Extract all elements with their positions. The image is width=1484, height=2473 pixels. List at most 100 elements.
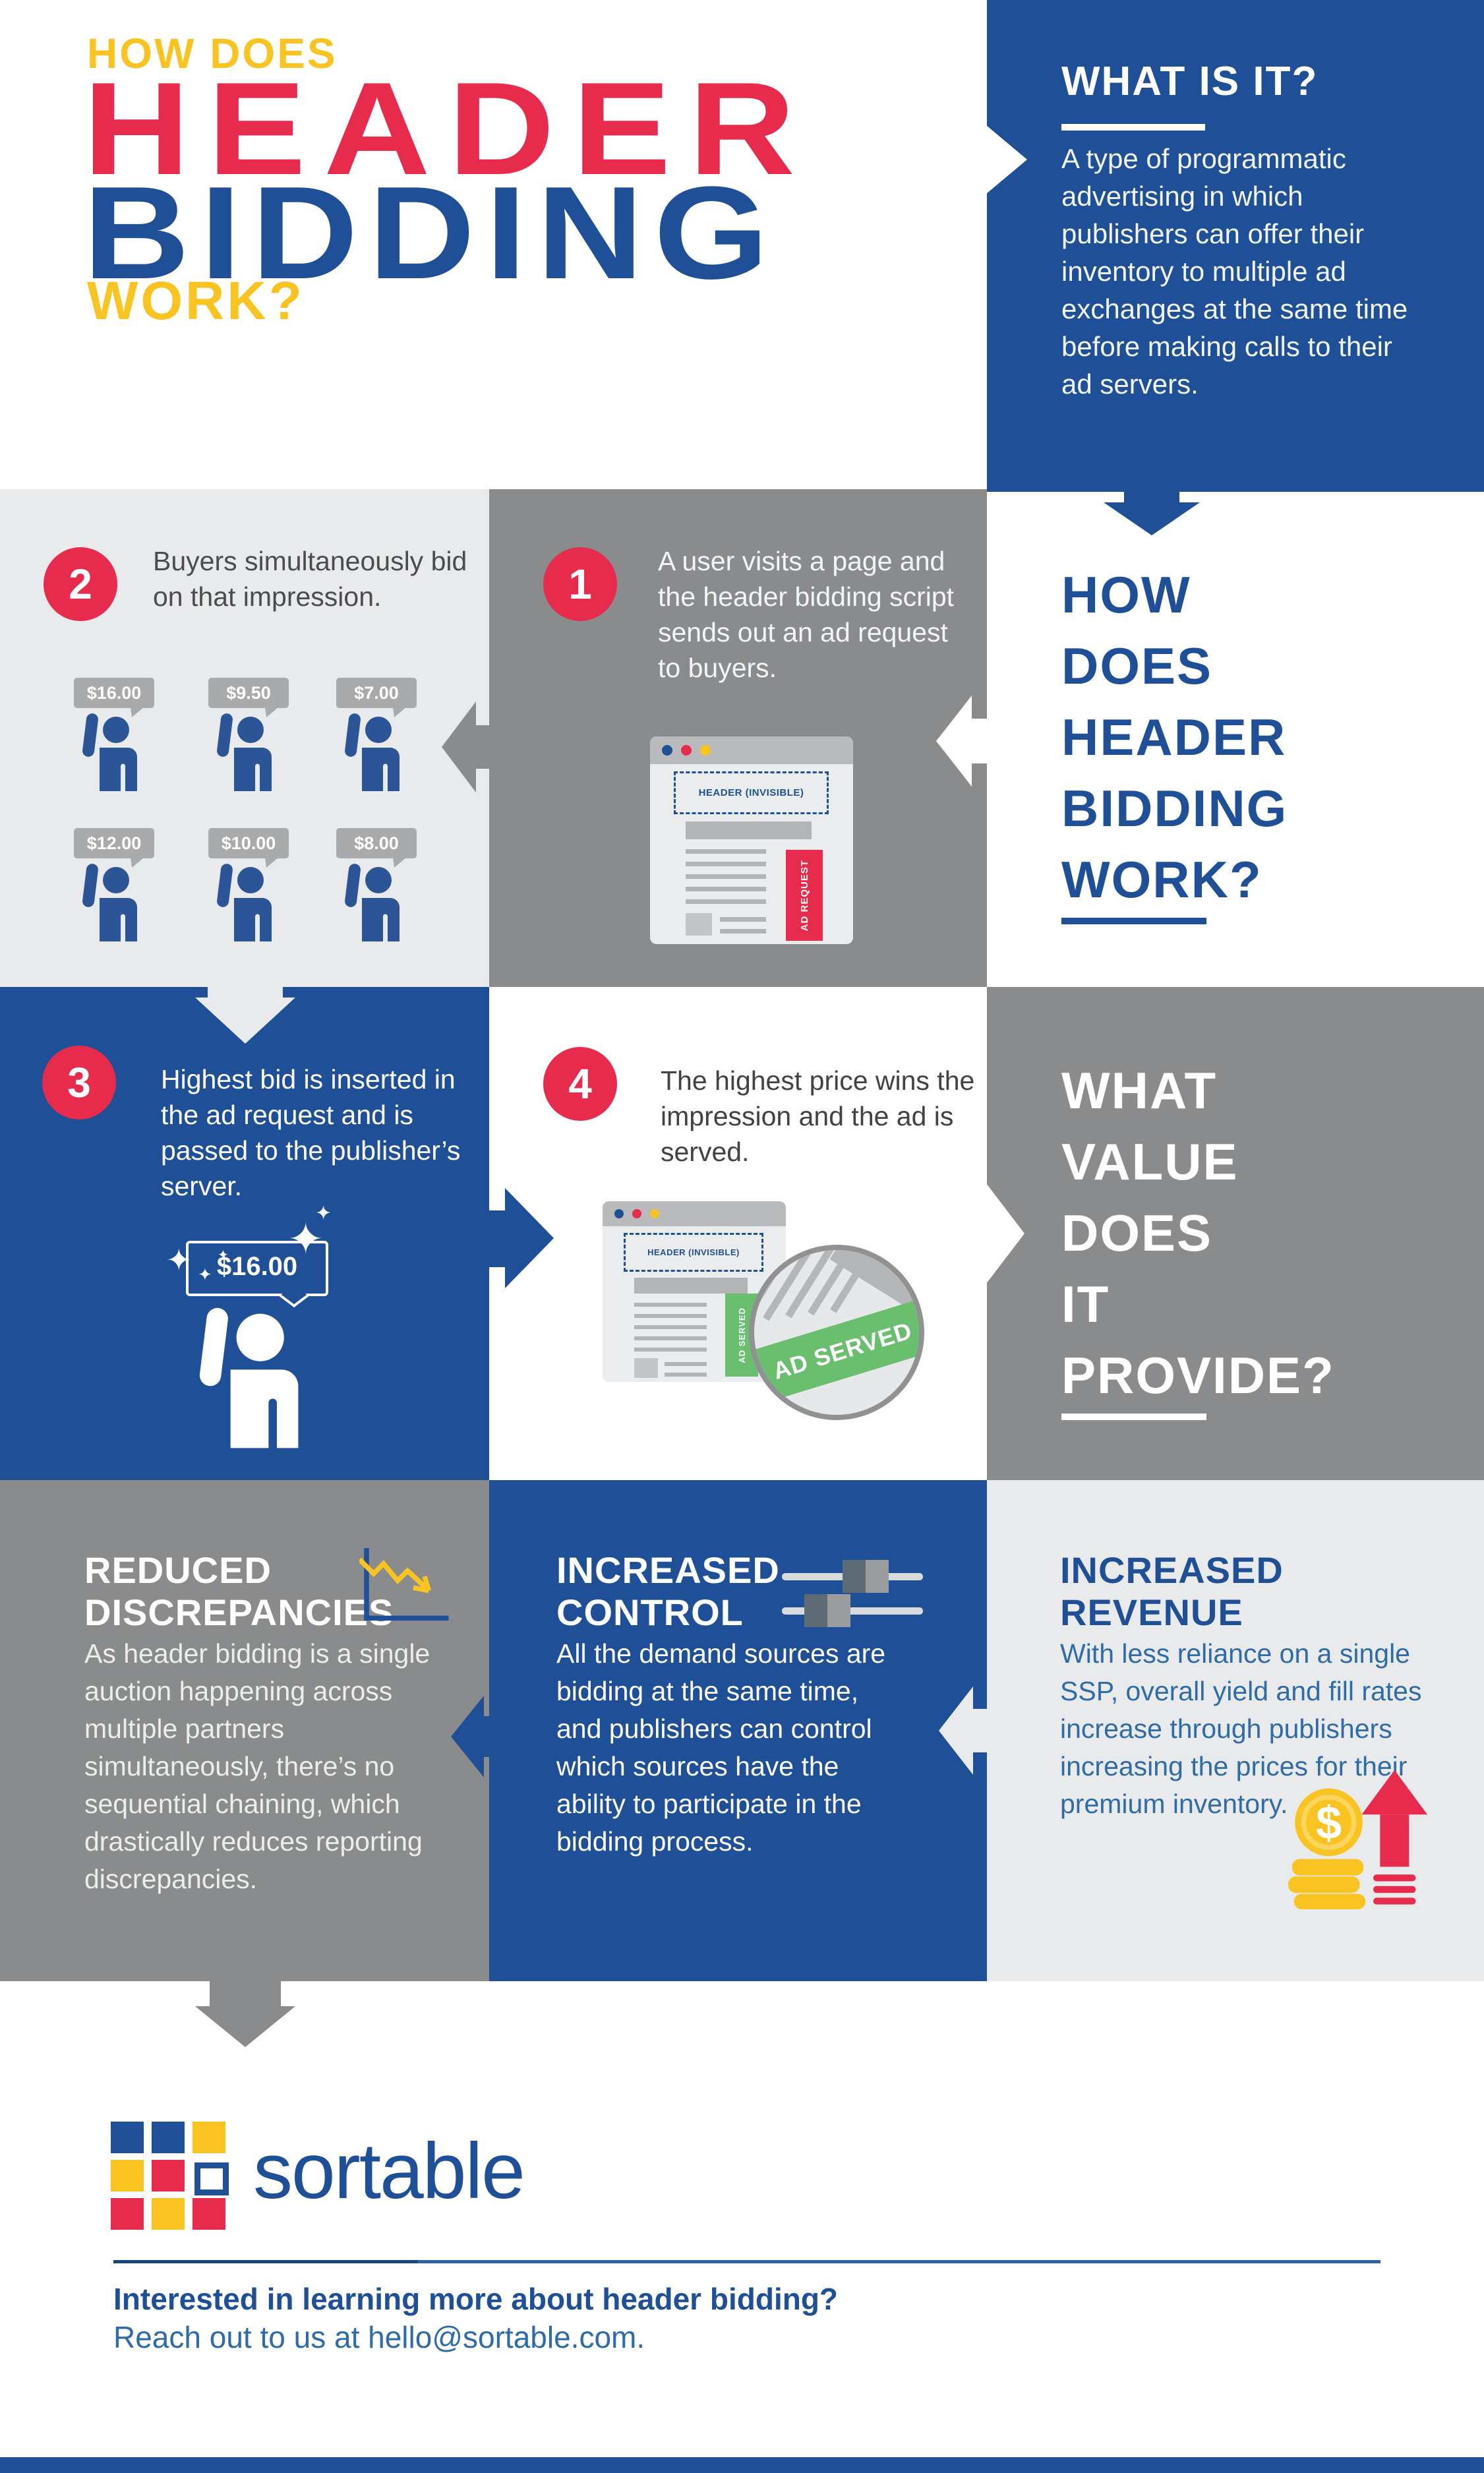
step-2-number-badge: 2 xyxy=(44,547,117,621)
page-image-placeholder xyxy=(634,1358,658,1378)
sparkle-icon: ✦ xyxy=(198,1265,212,1284)
arrow-right-step4-to-value-icon xyxy=(969,1212,988,1255)
invisible-header-slot: HEADER (INVISIBLE) xyxy=(674,771,829,814)
page-heading-bar xyxy=(686,821,812,839)
title-word-work: WORK? xyxy=(87,271,305,331)
step-1-number: 1 xyxy=(568,560,592,608)
increased-control-body: All the demand sources are bidding at th… xyxy=(556,1638,886,1857)
bid-bubble: $12.00 xyxy=(74,828,154,868)
title-kicker: HOW DOES xyxy=(87,30,338,77)
browser-titlebar xyxy=(603,1201,786,1226)
arrow-left-howwork-to-step1-icon xyxy=(936,696,972,787)
footer-headline: Interested in learning more about header… xyxy=(113,2282,839,2316)
page-text-line xyxy=(665,1362,707,1366)
browser-window-ad-served: HEADER (INVISIBLE) AD SERVED xyxy=(603,1201,786,1382)
reduced-discrepancies-body: As header bidding is a single auction ha… xyxy=(84,1638,430,1894)
what-is-it-underline xyxy=(1061,124,1205,131)
winning-bid-bubble: $16.00 xyxy=(186,1241,328,1296)
page-text-line xyxy=(720,929,766,934)
page-text-line xyxy=(665,1373,707,1377)
increased-control-title: INCREASED CONTROL xyxy=(556,1549,780,1633)
increased-revenue-title: INCREASED REVENUE xyxy=(1060,1549,1284,1633)
slider-handle-icon xyxy=(843,1560,889,1593)
bid-bubble: $7.00 xyxy=(336,678,417,717)
step-2-number: 2 xyxy=(69,560,92,608)
arrow-down-step2-to-step3-icon xyxy=(208,987,283,998)
browser-dot-blue-icon xyxy=(662,745,672,756)
page-text-line xyxy=(686,849,766,854)
bid-value: $12.00 xyxy=(86,833,142,853)
how-work-line: DOES xyxy=(1061,637,1213,695)
ad-served-label: AD SERVED xyxy=(769,1316,916,1385)
declining-chart-icon xyxy=(357,1547,452,1624)
page-text-line xyxy=(634,1325,707,1329)
step-4-number-badge: 4 xyxy=(543,1047,617,1121)
arrow-down-discrepancies-icon xyxy=(210,1981,281,2006)
arrow-right-step4-to-value-head-icon xyxy=(986,1183,1024,1284)
bid-bubble: $10.00 xyxy=(208,828,289,868)
footer-bottom-bar xyxy=(0,2457,1484,2473)
how-work-line: WORK? xyxy=(1061,850,1262,909)
bidder-icon xyxy=(82,712,145,792)
page-text-line xyxy=(686,899,766,904)
arrow-left-howwork-to-step1-stem-icon xyxy=(972,719,989,763)
what-is-it-body: A type of programmatic advertising in wh… xyxy=(1061,143,1408,400)
ad-request-banner: AD REQUEST xyxy=(786,850,823,941)
footer-divider xyxy=(113,2260,1380,2263)
page-text-line xyxy=(634,1303,707,1307)
browser-dot-red-icon xyxy=(632,1209,641,1218)
arrow-left-step1-to-step2-icon xyxy=(442,701,476,792)
slider-icon xyxy=(782,1607,923,1615)
what-value-line: PROVIDE? xyxy=(1061,1346,1335,1404)
reduced-discrepancies-panel xyxy=(0,1480,489,1981)
step-4-text: The highest price wins the impression an… xyxy=(661,1065,975,1167)
step-3-number-badge: 3 xyxy=(42,1046,116,1119)
increased-revenue-panel xyxy=(987,1480,1484,1981)
what-value-line: IT xyxy=(1061,1275,1110,1333)
increased-control-panel xyxy=(489,1480,987,1981)
reduced-discrepancies-title: REDUCED DISCREPANCIES xyxy=(84,1549,394,1633)
page-text-line xyxy=(634,1336,707,1340)
bidder-icon xyxy=(344,712,407,792)
arrow-down-discrepancies-head-icon xyxy=(195,2006,295,2047)
page-text-line xyxy=(686,874,766,879)
bid-bubble: $9.50 xyxy=(208,678,289,717)
arrow-down-from-what-is-it-icon xyxy=(1124,492,1179,502)
bid-value: $8.00 xyxy=(354,833,399,853)
what-is-it-panel xyxy=(987,0,1484,492)
browser-dot-yellow-icon xyxy=(700,745,711,756)
how-work-underline xyxy=(1061,918,1206,924)
sortable-wordmark: sortable xyxy=(253,2127,525,2215)
page-text-line xyxy=(686,862,766,866)
magnifier-icon: AD SERVED xyxy=(749,1245,924,1420)
how-work-line: HOW xyxy=(1061,566,1191,624)
magnified-ad-served-banner: AD SERVED xyxy=(754,1297,919,1404)
invisible-header-label: HEADER (INVISIBLE) xyxy=(698,787,804,798)
bid-bubble: $16.00 xyxy=(74,678,154,717)
arrow-right-step3-to-step4-icon xyxy=(489,1210,506,1267)
winning-bidder-icon xyxy=(198,1305,313,1450)
ad-request-label: AD REQUEST xyxy=(798,859,810,932)
money-growth-icon: $ xyxy=(1283,1764,1435,1909)
bid-value: $7.00 xyxy=(354,683,399,703)
arrow-left-revenue-to-control-icon xyxy=(939,1686,973,1775)
slider-handle-icon xyxy=(804,1594,850,1627)
page-text-line xyxy=(686,887,766,891)
how-work-line: HEADER xyxy=(1061,708,1287,766)
step-3-number: 3 xyxy=(67,1059,91,1106)
what-value-line: DOES xyxy=(1061,1204,1213,1262)
arrow-right-into-what-is-it-head-icon xyxy=(986,125,1027,194)
what-value-title: WHAT VALUE DOES IT PROVIDE? xyxy=(1061,1055,1335,1411)
what-is-it-title: WHAT IS IT? xyxy=(1061,59,1319,104)
footer-contact: Reach out to us at hello@sortable.com. xyxy=(113,2320,645,2354)
winning-bid-value: $16.00 xyxy=(216,1252,298,1281)
page-image-placeholder xyxy=(686,913,712,936)
bid-value: $9.50 xyxy=(226,683,271,703)
title-word-header: HEADER xyxy=(83,55,814,202)
step-1-text: A user visits a page and the header bidd… xyxy=(658,546,955,683)
bidder-icon xyxy=(216,712,280,792)
ad-served-label: AD SERVED xyxy=(736,1307,747,1363)
step-4-number: 4 xyxy=(568,1060,592,1108)
step-2-text: Buyers simultaneously bid on that impres… xyxy=(153,546,467,612)
